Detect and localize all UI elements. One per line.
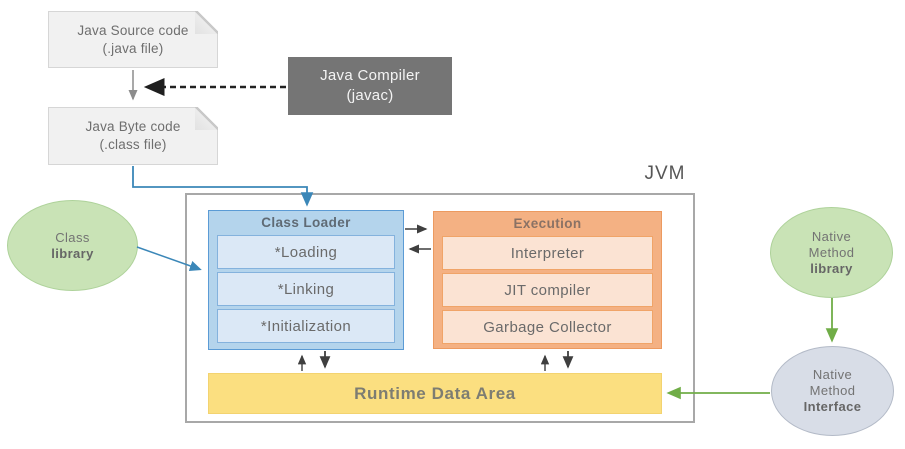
class-library-line1: Class xyxy=(55,229,90,245)
class-loader-box: Class Loader *Loading *Linking *Initiali… xyxy=(208,210,404,350)
native-method-interface-ellipse: Native Method Interface xyxy=(771,346,894,436)
native-library-line1: Native xyxy=(811,228,852,244)
native-interface-line3: Interface xyxy=(803,399,862,414)
class-library-ellipse: Class library xyxy=(7,200,138,291)
garbage-collector-box: Garbage Collector xyxy=(442,310,653,344)
java-source-label-line2: (.java file) xyxy=(102,40,164,56)
class-loader-title: Class Loader xyxy=(261,215,351,230)
execution-title: Execution xyxy=(513,216,582,231)
folded-corner-icon xyxy=(195,11,218,34)
java-bytecode-label-line2: (.class file) xyxy=(99,137,167,152)
jvm-label: JVM xyxy=(644,163,686,184)
java-compiler-label-line1: Java Compiler xyxy=(320,67,420,84)
initialization-box: *Initialization xyxy=(217,309,395,343)
folded-corner-icon xyxy=(195,107,218,130)
java-bytecode-label-line1: Java Byte code xyxy=(85,119,181,134)
execution-box: Execution Interpreter JIT compiler Garba… xyxy=(433,211,662,349)
native-library-line3: library xyxy=(810,260,853,276)
java-source-label-line1: Java Source code xyxy=(77,22,189,38)
java-compiler-label-line2: (javac) xyxy=(346,87,394,104)
jit-compiler-box: JIT compiler xyxy=(442,273,653,307)
java-compiler-box: Java Compiler (javac) xyxy=(288,57,452,115)
class-library-line2: library xyxy=(51,245,94,261)
runtime-data-area-box: Runtime Data Area xyxy=(208,373,662,414)
interpreter-box: Interpreter xyxy=(442,236,653,270)
loading-box: *Loading xyxy=(217,235,395,269)
java-bytecode-file-shape: Java Byte code (.class file) xyxy=(48,107,218,165)
native-library-line2: Method xyxy=(808,244,855,260)
native-interface-line1: Native xyxy=(812,367,853,382)
linking-box: *Linking xyxy=(217,272,395,306)
jvm-container-box xyxy=(185,193,695,423)
native-method-library-ellipse: Native Method library xyxy=(770,207,893,298)
native-interface-line2: Method xyxy=(809,383,856,398)
java-source-file-shape: Java Source code (.java file) xyxy=(48,11,218,68)
